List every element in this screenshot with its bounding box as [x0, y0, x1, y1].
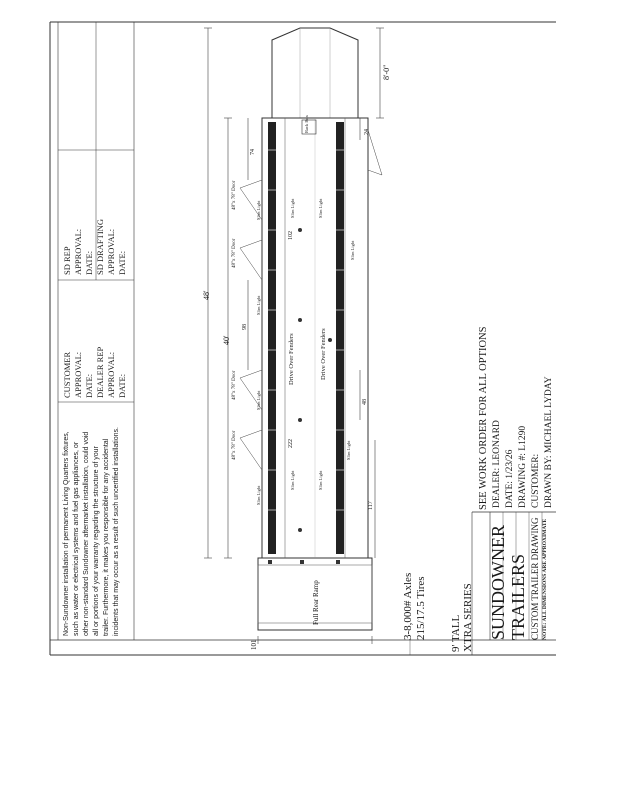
disclaimer-line: all or portions of your warranty regardi… — [93, 446, 100, 636]
sd-approval-block: SD REP APPROVAL: DATE: SD DRAFTING APPRO… — [62, 219, 128, 275]
door-label-2: 48"x 78" Door — [232, 238, 237, 268]
door-label-1: 48"x 78" Door — [232, 180, 237, 210]
customer-label: CUSTOMER — [62, 351, 72, 398]
dim-24: 24 — [364, 129, 370, 135]
slim-light-label: Slim Light — [256, 200, 261, 220]
dim-overall: 48' — [202, 290, 211, 300]
series-text: XTRA SERIES — [462, 583, 474, 652]
brand-line-1: SUNDOWNER — [488, 525, 508, 640]
sd-rep-approval-label: APPROVAL: — [73, 228, 83, 275]
slim-light-label: Slim Light — [318, 470, 323, 490]
drawing-number-field: DRAWING #: L1290 — [518, 425, 528, 508]
slim-light-label: Slim Light — [290, 470, 295, 490]
dimension-note-text: NOTE: ALL DIMENSIONS ARE APPROXIMATE — [542, 518, 548, 640]
disclaimer-line: incidents that may occur as a result of … — [113, 427, 120, 636]
customer-date-label: DATE: — [84, 373, 94, 398]
series-spec: 9' TALL XTRA SERIES — [450, 583, 474, 652]
door-label-4: 48"x 78" Door — [232, 430, 237, 460]
work-order-note: SEE WORK ORDER FOR ALL OPTIONS — [478, 327, 489, 510]
title-fields: DEALER: LEONARD DATE: 1/23/26 DRAWING #:… — [491, 376, 556, 508]
drawing-type: CUSTOM TRAILER DRAWING — [530, 518, 540, 640]
axle-spec: 3-8,000# Axles 215/17.5 Tires — [402, 573, 428, 640]
warranty-disclaimer: Non-Sundowner installation of permanent … — [62, 401, 122, 636]
ramp-label: Full Rear Ramp — [312, 580, 320, 625]
customer-field: CUSTOMER: — [531, 453, 541, 508]
dim-98: 98 — [242, 324, 248, 330]
slim-light-label: Slim Light — [346, 440, 351, 460]
customer-approval-block: CUSTOMER APPROVAL: DATE: DEALER REP APPR… — [62, 347, 128, 398]
dim-48: 48 — [362, 399, 368, 405]
date-field: DATE: 1/23/26 — [505, 449, 515, 508]
dealer-approval-label: APPROVAL: — [106, 351, 116, 398]
door-label-3: 48"x 78" Door — [232, 370, 237, 400]
sd-rep-date-label: DATE: — [84, 250, 94, 275]
dealer-date-label: DATE: — [117, 373, 127, 398]
dim-nose: 8'-0" — [382, 64, 391, 80]
dim-width: 101 — [250, 639, 258, 651]
slim-light-label: Slim Light — [256, 485, 261, 505]
fender-label-2: Drive Over Fenders — [320, 328, 327, 380]
slim-light-label: Slim Light — [318, 198, 323, 218]
sd-drafting-date-label: DATE: — [117, 250, 127, 275]
disclaimer-line: Non-Sundowner installation of permanent … — [63, 431, 70, 636]
dim-117: 117 — [368, 501, 374, 510]
sd-rep-label: SD REP — [62, 246, 72, 275]
fender-label-1: Drive Over Fenders — [288, 333, 295, 385]
disclaimer-line: other non-standard Sundowner aftermarket… — [83, 431, 90, 636]
dim-222: 222 — [288, 439, 294, 448]
disclaimer-line: such as water or electrical systems and … — [73, 441, 80, 636]
sd-drafting-label: SD DRAFTING — [95, 219, 105, 275]
e-track-right — [336, 122, 344, 554]
slim-light-label: Slim Light — [256, 295, 261, 315]
dealer-field: DEALER: LEONARD — [492, 420, 502, 508]
height-text: 9' TALL — [450, 614, 462, 652]
drawn-by-field: DRAWN BY: MICHAEL LYDAY — [544, 376, 554, 508]
customer-approval-label: APPROVAL: — [73, 351, 83, 398]
rack-box — [301, 119, 317, 135]
slim-light-label: Slim Light — [290, 198, 295, 218]
disclaimer-line: trailer. Furthermore, it makes you respo… — [103, 438, 110, 636]
tires-text: 215/17.5 Tires — [415, 576, 427, 640]
slim-light-label: Slim Light — [256, 390, 261, 410]
brand-line-2: TRAILERS — [508, 553, 528, 640]
sd-drafting-approval-label: APPROVAL: — [106, 228, 116, 275]
dim-102: 102 — [288, 231, 294, 240]
rack-box-label: Rack Box — [304, 115, 309, 133]
drawing-type-text: CUSTOM TRAILER DRAWING — [530, 517, 540, 640]
brand-name: SUNDOWNER TRAILERS — [488, 525, 528, 640]
dim-74: 74 — [250, 149, 256, 155]
slim-light-label: Slim Light — [350, 240, 355, 260]
dealer-rep-label: DEALER REP — [95, 346, 105, 398]
dimension-note: NOTE: ALL DIMENSIONS ARE APPROXIMATE — [542, 519, 548, 640]
work-order-text: SEE WORK ORDER FOR ALL OPTIONS — [478, 326, 489, 510]
e-track-left — [268, 122, 276, 554]
dim-body: 40' — [222, 335, 231, 345]
axles-text: 3-8,000# Axles — [402, 572, 414, 640]
